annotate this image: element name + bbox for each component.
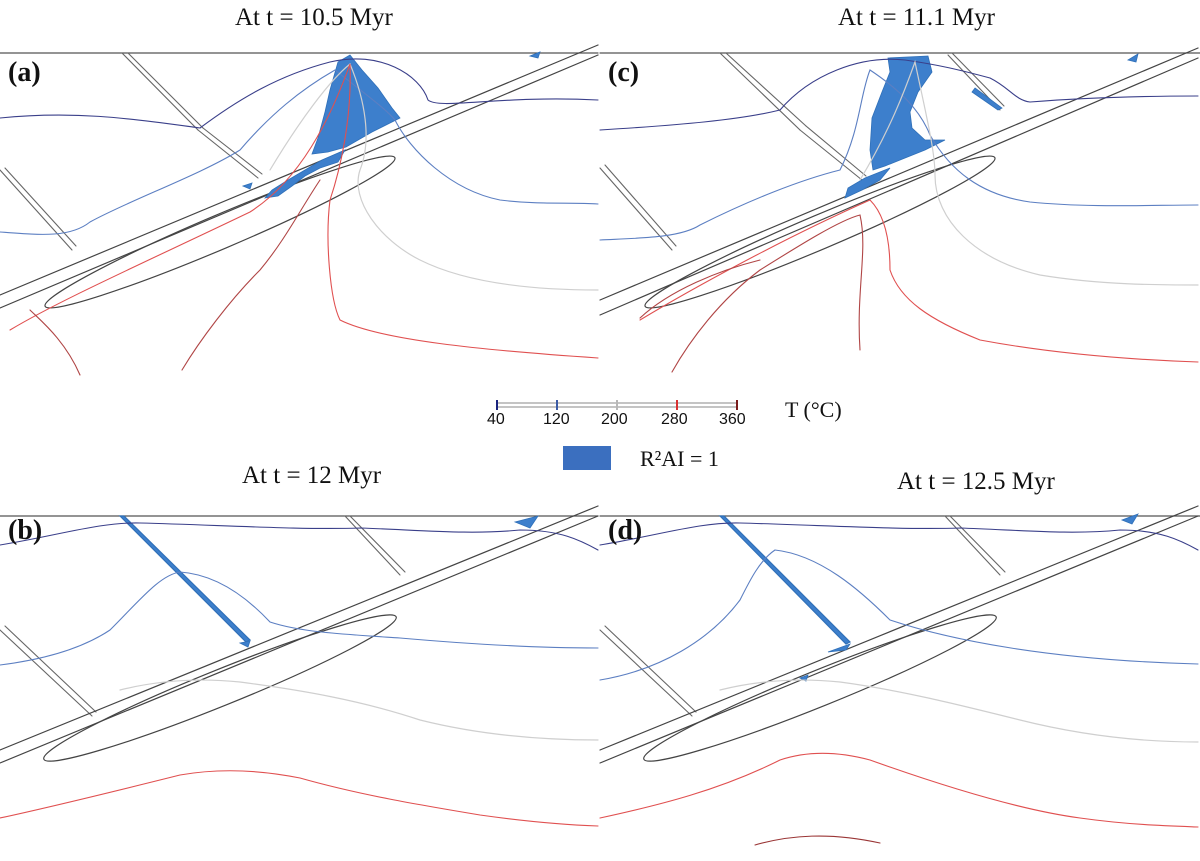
- panel-d-fault-1: [944, 515, 1006, 576]
- panel-c-main-fault: [599, 47, 1199, 316]
- panel-d-isotherm-360: [754, 835, 881, 846]
- panel-a-title: At t = 10.5 Myr: [235, 4, 393, 31]
- panel-a-main-fault: [0, 44, 599, 309]
- panel-d-title: At t = 12.5 Myr: [897, 468, 1055, 495]
- colorbar-tick-marks: [496, 400, 738, 410]
- colorbar: [496, 400, 738, 410]
- panel-a-isotherm-360: [29, 179, 321, 376]
- panel-c-r2ai-fill-small: [971, 53, 1139, 111]
- panel-a-ellipse: [44, 155, 396, 309]
- panel-d-isotherm-200: [719, 679, 1199, 743]
- panel-c-isotherm-360: [639, 214, 864, 373]
- panel-b-isotherm-200: [119, 679, 599, 741]
- panel-a-isotherm-120: [0, 69, 599, 235]
- panel-b-main-fault: [0, 505, 599, 764]
- panel-a-r2ai-fill-small: [241, 51, 541, 190]
- panel-c-isotherm-200: [859, 59, 1199, 286]
- colorbar-tick-120: 120: [543, 411, 570, 428]
- legend-swatch: [563, 446, 611, 470]
- panel-d-isotherm-280: [599, 752, 1199, 828]
- panel-c-r2ai-fill: [869, 55, 946, 171]
- panel-c-fault-1: [719, 52, 807, 131]
- panel-a-isotherm-200: [269, 63, 599, 291]
- panel-a-isotherm-40: [0, 58, 599, 129]
- panel-c-isotherm-40: [599, 58, 1199, 131]
- panel-d-r2ai-fill-fault: [718, 515, 852, 645]
- panel-b-label: (b): [8, 515, 43, 546]
- panel-a-fault-1: [121, 52, 204, 131]
- panel-d-label: (d): [608, 515, 643, 546]
- panel-a-fault-3: [0, 167, 77, 251]
- panel-b-isotherm-280: [0, 770, 599, 827]
- panel-d-fault-2: [599, 625, 697, 717]
- panel-a-graphics: [0, 44, 599, 376]
- panel-b-isotherm-40: [0, 522, 599, 551]
- panel-b-fault-2: [0, 625, 97, 717]
- panel-c-graphics: [599, 47, 1200, 373]
- panel-d-main-fault: [599, 505, 1199, 764]
- panel-b-graphics: [0, 505, 599, 827]
- panel-c-ellipse: [644, 155, 996, 309]
- panel-c-isotherm-120: [599, 69, 1199, 241]
- panel-a-r2ai-fill-lower: [263, 149, 346, 199]
- panel-c-label: (c): [608, 57, 640, 88]
- panel-c-fault-2: [799, 125, 867, 181]
- panel-b-ellipse: [43, 614, 397, 762]
- panel-d-ellipse: [643, 614, 997, 762]
- panel-c-fault-3: [599, 164, 677, 251]
- panel-c-isotherm-280: [639, 199, 1199, 363]
- panel-b-isotherm-120: [0, 571, 599, 666]
- panel-a-isotherm-280: [9, 63, 599, 359]
- panel-b-r2ai-fill-small: [238, 515, 539, 648]
- colorbar-tick-280: 280: [661, 411, 688, 428]
- panel-c-title: At t = 11.1 Myr: [838, 4, 995, 31]
- colorbar-tick-360: 360: [719, 411, 746, 428]
- panel-a-label: (a): [8, 57, 41, 88]
- panel-a-r2ai-fill: [311, 54, 401, 155]
- panel-a-fault-2: [197, 127, 263, 179]
- colorbar-title: T (°C): [785, 397, 842, 422]
- panel-d-graphics: [599, 505, 1200, 846]
- panel-c-r2ai-fill-lower: [844, 167, 891, 199]
- panel-d-isotherm-40: [599, 522, 1199, 551]
- legend-label: R²AI = 1: [640, 446, 719, 471]
- colorbar-tick-40: 40: [487, 411, 505, 428]
- panel-b-fault-1: [344, 515, 406, 576]
- panel-d-isotherm-120: [599, 549, 1199, 681]
- colorbar-tick-200: 200: [601, 411, 628, 428]
- panel-b-title: At t = 12 Myr: [242, 462, 382, 489]
- panel-b-r2ai-fill-fault: [118, 515, 252, 643]
